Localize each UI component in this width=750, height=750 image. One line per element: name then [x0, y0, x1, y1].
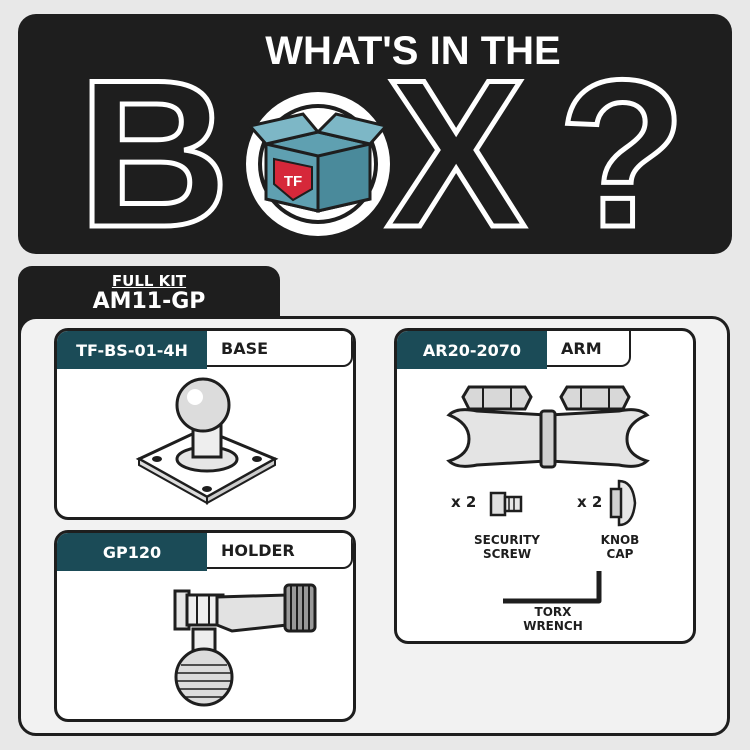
big-letter-b: B — [78, 36, 230, 254]
arm-illustration — [446, 385, 650, 604]
kit-subtitle: FULL KIT — [111, 272, 187, 290]
arm-panel: AR20-2070 ARM x 2 x 2 SECURIT — [394, 328, 696, 644]
screw-label-line-2: SCREW — [482, 547, 532, 561]
security-screw-icon — [489, 491, 523, 517]
big-letter-x: X — [386, 36, 526, 254]
banner-art: WHAT'S IN THE B X ? TF — [76, 29, 689, 254]
base-code: TF-BS-01-4H — [57, 331, 207, 369]
base-label: BASE — [207, 331, 353, 367]
whats-in-the-box-banner: WHAT'S IN THE B X ? TF — [18, 14, 732, 254]
cap-label: KNOB CAP — [585, 533, 655, 561]
base-panel: TF-BS-01-4H BASE — [54, 328, 356, 520]
cap-quantity: x 2 — [577, 493, 603, 511]
screw-label: SECURITY SCREW — [457, 533, 557, 561]
holder-code: GP120 — [57, 533, 207, 571]
box-logo-text: TF — [284, 173, 302, 190]
arm-label: ARM — [547, 331, 631, 367]
wrench-label-line-1: TORX — [534, 605, 572, 619]
kit-title: AM11-GP — [92, 289, 206, 314]
cap-label-line-2: CAP — [606, 547, 634, 561]
holder-panel: GP120 HOLDER — [54, 530, 356, 722]
box-icon: TF — [246, 92, 390, 236]
holder-label: HOLDER — [207, 533, 353, 569]
knob-cap-icon — [609, 479, 637, 527]
cap-label-line-1: KNOB — [600, 533, 640, 547]
holder-illustration — [173, 583, 317, 707]
base-illustration — [135, 377, 279, 505]
wrench-label: TORX WRENCH — [503, 605, 603, 633]
big-question-mark: ? — [558, 36, 686, 254]
banner-heading: WHAT'S IN THE — [265, 29, 560, 73]
screw-quantity: x 2 — [451, 493, 477, 511]
arm-code: AR20-2070 — [397, 331, 547, 369]
screw-label-line-1: SECURITY — [474, 533, 540, 547]
torx-wrench-icon — [503, 571, 602, 604]
wrench-label-line-2: WRENCH — [523, 619, 583, 633]
